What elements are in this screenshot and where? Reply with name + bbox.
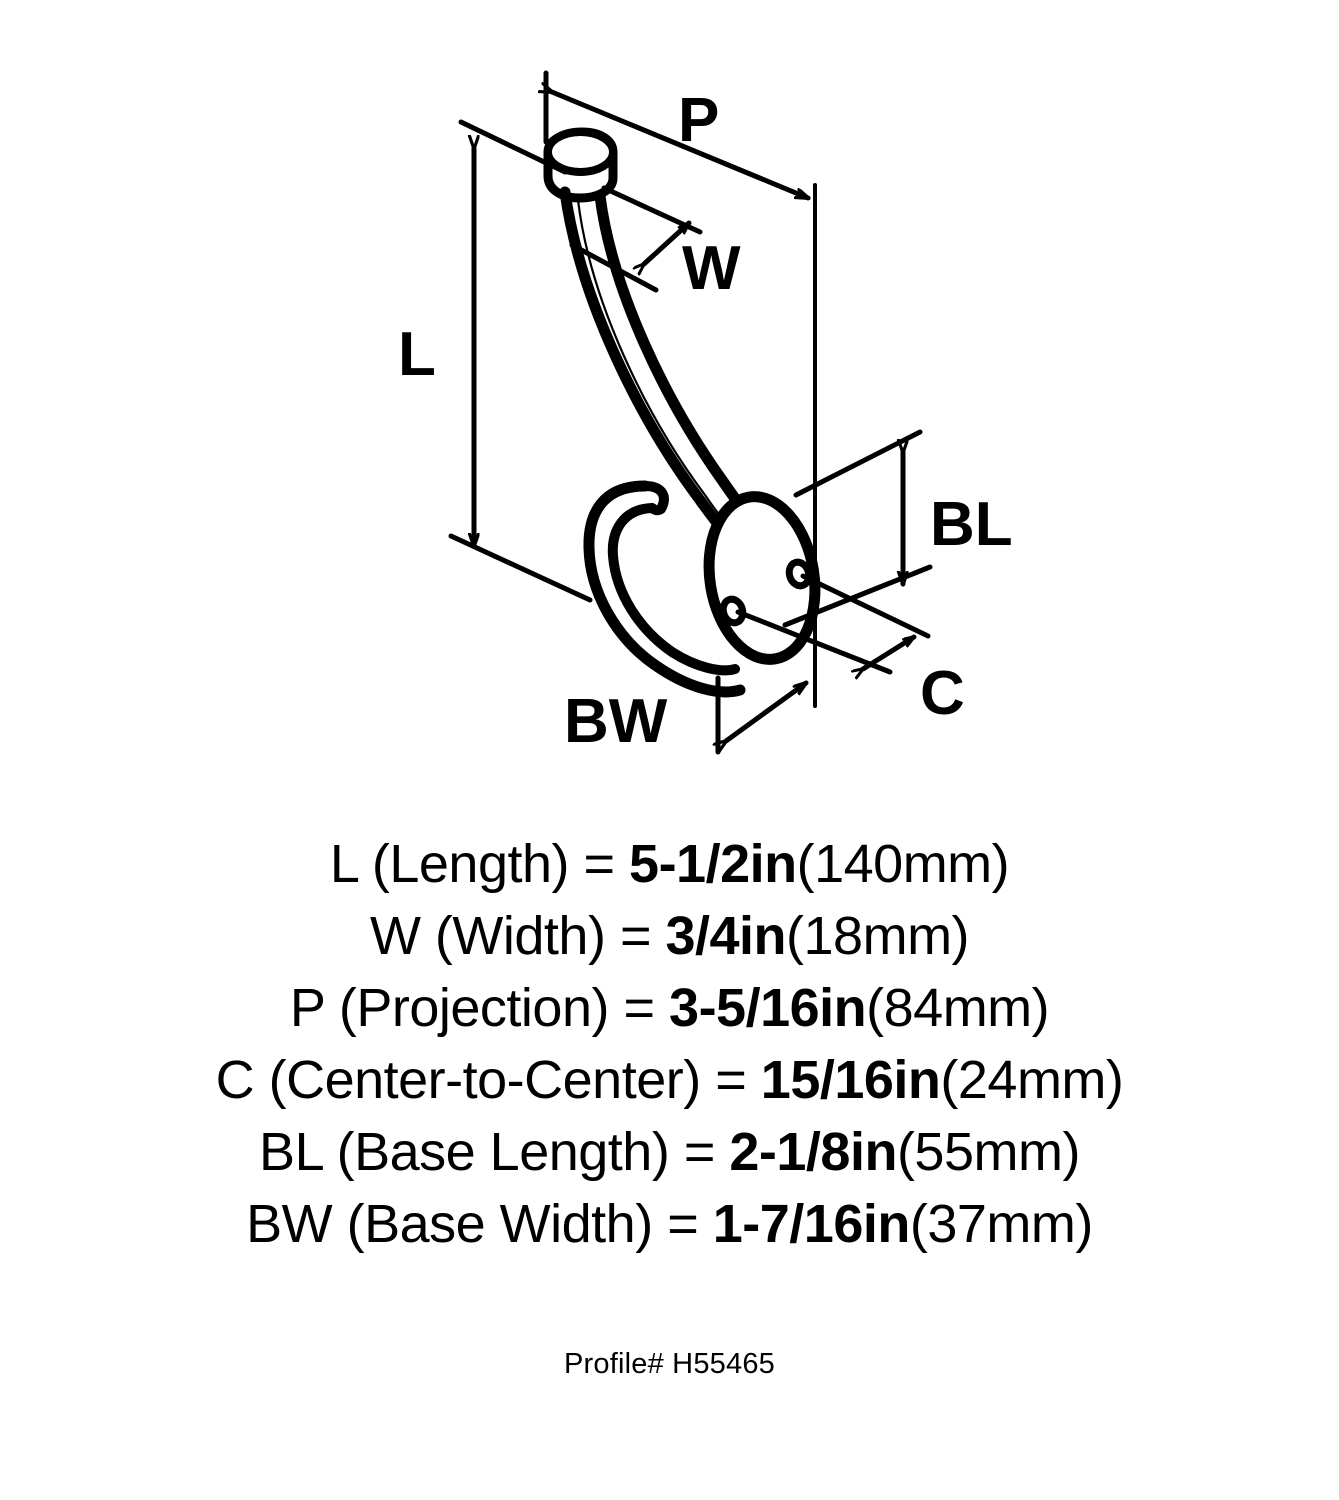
dimension-label-L: L	[398, 320, 436, 389]
spec-imperial-base-length: 2-1/8in	[729, 1122, 897, 1182]
hook-lower-arm-outer	[583, 480, 746, 698]
profile-number: Profile# H55465	[564, 1348, 775, 1380]
dimension-C	[735, 573, 931, 672]
spec-metric-base-width: (37mm)	[909, 1194, 1094, 1254]
spec-imperial-projection: 3-5/16in	[669, 978, 867, 1038]
spec-metric-length: (140mm)	[796, 834, 1010, 894]
dimension-label-W: W	[682, 234, 741, 303]
W-arrow	[644, 220, 692, 264]
BW-arrow	[726, 680, 809, 741]
dimension-P	[546, 70, 817, 708]
hook-lower-arm-inner	[607, 503, 740, 676]
spec-label-base-length: BL (Base Length)	[259, 1122, 684, 1182]
spec-imperial-center-to-center: 15/16in	[760, 1050, 941, 1110]
spec-equals-base-length: =	[683, 1122, 730, 1182]
spec-label-width: W (Width)	[369, 906, 620, 966]
spec-metric-center-to-center: (24mm)	[940, 1050, 1124, 1110]
dimension-label-P: P	[678, 86, 719, 155]
C-arrow	[863, 634, 917, 669]
spec-metric-base-length: (55mm)	[896, 1122, 1081, 1182]
spec-row-length: L (Length) = 5-1/2in(140mm)	[0, 828, 1339, 900]
spec-label-projection: P (Projection)	[289, 978, 624, 1038]
spec-row-projection: P (Projection) = 3-5/16in(84mm)	[0, 972, 1339, 1044]
screw-hole-upper	[785, 558, 813, 590]
dimension-label-BW: BW	[564, 687, 668, 756]
dimension-W	[569, 185, 703, 293]
diagram-svg: L P W	[398, 70, 1013, 756]
spec-imperial-length: 5-1/2in	[629, 834, 797, 894]
W-leader-lower	[569, 242, 659, 293]
spec-imperial-base-width: 1-7/16in	[712, 1194, 911, 1254]
spec-label-base-width: BW (Base Width)	[246, 1194, 668, 1254]
spec-label-center-to-center: C (Center-to-Center)	[215, 1050, 716, 1110]
dimension-BL	[782, 429, 933, 628]
spec-metric-width: (18mm)	[786, 906, 970, 966]
dimension-label-BL: BL	[930, 490, 1013, 559]
spec-equals-width: =	[619, 906, 666, 966]
spec-equals-base-width: =	[667, 1194, 713, 1254]
P-arrow	[552, 92, 808, 201]
spec-equals-length: =	[583, 834, 630, 894]
spec-row-base-length: BL (Base Length) = 2-1/8in(55mm)	[0, 1116, 1339, 1188]
dimension-label-C: C	[920, 659, 965, 728]
spec-equals-center-to-center: =	[715, 1050, 761, 1110]
spec-row-width: W (Width) = 3/4in(18mm)	[0, 900, 1339, 972]
spec-equals-projection: =	[623, 978, 670, 1038]
spec-label-length: L (Length)	[329, 834, 584, 894]
dimension-BW	[718, 675, 809, 755]
hook-dimension-diagram: L P W	[398, 70, 1013, 756]
specification-list: L (Length) = 5-1/2in(140mm) W (Width) = …	[0, 828, 1339, 1260]
spec-row-base-width: BW (Base Width) = 1-7/16in(37mm)	[0, 1188, 1339, 1260]
spec-metric-projection: (84mm)	[866, 978, 1050, 1038]
spec-row-center-to-center: C (Center-to-Center) = 15/16in(24mm)	[0, 1044, 1339, 1116]
hook-arm-tip	[640, 481, 669, 516]
spec-imperial-width: 3/4in	[665, 906, 787, 966]
screw-hole-lower	[719, 595, 747, 627]
C-leader-upper	[800, 573, 931, 639]
hook-body-illustration	[543, 127, 821, 698]
